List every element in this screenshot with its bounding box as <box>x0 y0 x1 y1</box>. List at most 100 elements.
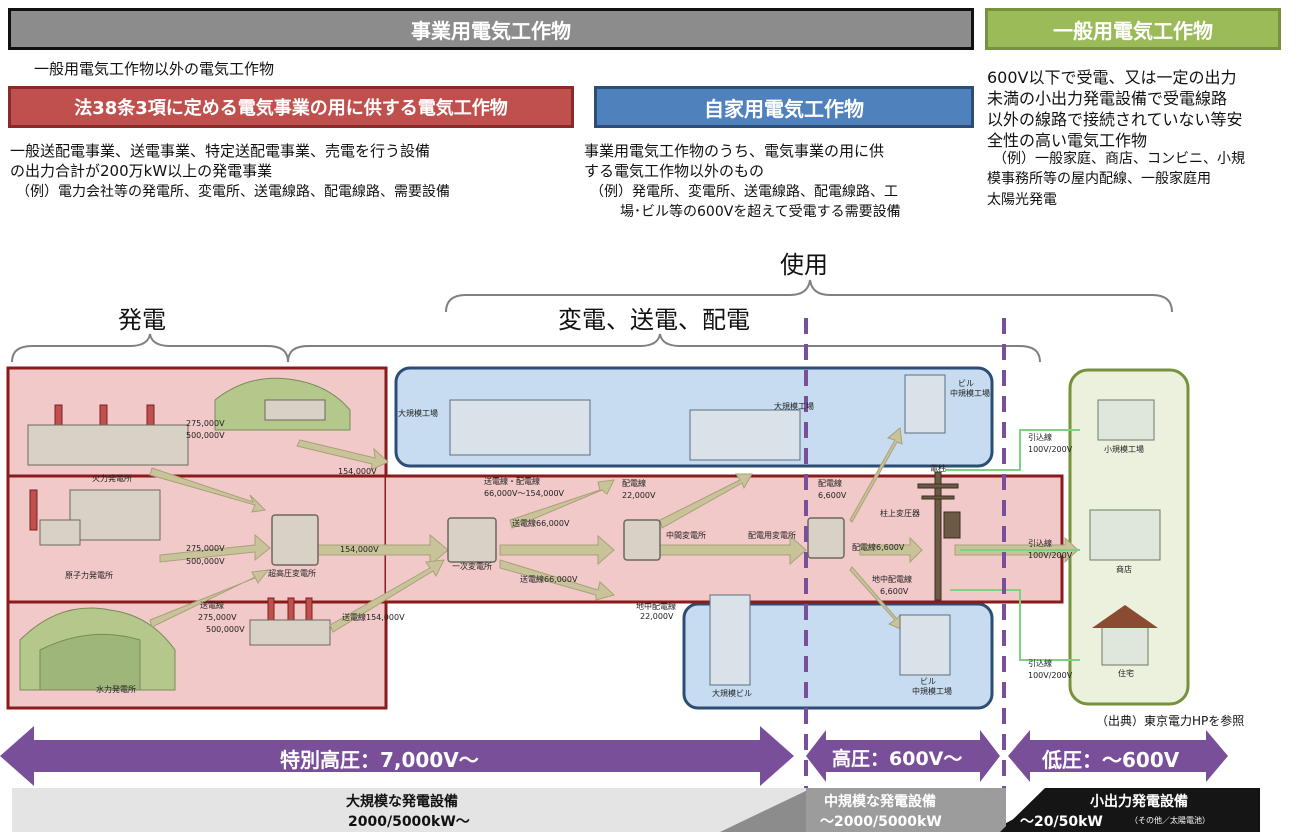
v-soden66b: 送電線66,000V <box>520 575 578 584</box>
transformers <box>271 514 845 566</box>
ippan-desc-7: 太陽光発電 <box>987 192 1057 208</box>
v-hikikomi1: 引込線 <box>1028 433 1052 442</box>
jika-buildings <box>449 374 951 686</box>
ippan-desc-2: 未満の小出力発電設備で受電線路 <box>987 89 1228 108</box>
v-154b: 154,000V <box>340 545 379 554</box>
v-sohaiden: 送電線・配電線 <box>484 477 540 486</box>
ippan-desc-1: 600V以下で受電、又は一定の出力 <box>987 68 1237 87</box>
voltage-separators <box>804 318 1006 832</box>
label-chukan-hensho: 中間変電所 <box>666 531 706 540</box>
ippan-desc-5: （例）一般家庭、商店、コンビニ、小規 <box>993 151 1245 167</box>
utility-pole <box>917 471 961 601</box>
v-sohaiden-v: 66,000V～154,000V <box>484 489 565 498</box>
ippan-banner: 一般用電気工作物 <box>985 8 1281 50</box>
v-275-3: 275,000V <box>198 613 237 622</box>
label-building-top: ビル <box>958 379 974 388</box>
v-hikikomi3: 引込線 <box>1028 659 1052 668</box>
shiyo-brace <box>445 279 1173 313</box>
mid-output-value: ～2000/5000kW <box>820 814 942 830</box>
v-sodensen: 送電線 <box>200 601 224 610</box>
large-output-title: 大規模な発電設備 <box>346 794 458 810</box>
jika-desc-1: 事業用電気工作物のうち、電気事業の用に供 <box>584 142 885 160</box>
label-denchu: 電柱 <box>930 464 946 473</box>
jika-desc-2: する電気工作物以外のもの <box>584 162 765 180</box>
band-teiatsu: 低圧：～600V <box>1042 748 1180 772</box>
koatsu-arrow <box>806 730 1000 782</box>
service-lines <box>945 429 1080 661</box>
v-154: 154,000V <box>338 467 377 476</box>
label-suiryoku: 水力発電所 <box>96 685 136 694</box>
large-output-band <box>12 788 806 832</box>
small-output-value: ～20/50kW <box>1020 814 1103 830</box>
v-chichu-v: 6,600V <box>880 587 909 596</box>
label-chukibo-kojo-bot: 中規模工場 <box>912 687 952 696</box>
small-output-band-main <box>1000 788 1258 832</box>
hou38-desc-3: （例）電力会社等の発電所、変電所、送電線路、配電線路、需要設備 <box>16 184 450 200</box>
stage-hatsuden: 発電 <box>118 306 166 334</box>
transmission-outline <box>6 474 1064 604</box>
v-hikikomi2: 引込線 <box>1028 539 1052 548</box>
v-haidensen2: 配電線 <box>818 479 842 488</box>
v-500-2: 500,000V <box>186 557 225 566</box>
mid-output-band-ext <box>806 788 1006 832</box>
label-shokibo-kojo: 小規模工場 <box>1104 445 1144 454</box>
voltage-band-arrows <box>0 726 1228 786</box>
v-275-2: 275,000V <box>186 544 225 553</box>
label-shoten: 商店 <box>1116 565 1132 574</box>
label-daikibo-kojo: 大規模工場 <box>398 409 438 418</box>
v-500-3: 500,000V <box>206 625 245 634</box>
v-haidensen3: 配電線6,600V <box>852 543 905 552</box>
band-koatsu: 高圧：600V～ <box>832 748 963 770</box>
jika-desc-4: 場･ビル等の600Vを超えて受電する需要設備 <box>620 204 901 220</box>
v-haidensen1: 配電線 <box>622 479 646 488</box>
label-haiden-hensho: 配電用変電所 <box>748 531 796 540</box>
label-chujo-henatsuki: 柱上変圧器 <box>880 509 920 518</box>
hou38-desc-2: の出力合計が200万kW以上の発電事業 <box>10 162 273 180</box>
hatsuden-brace <box>11 333 289 363</box>
house-roof <box>1092 605 1158 628</box>
jika-desc-3: （例）発電所、変電所、送電線路、配電線路、工 <box>590 184 898 200</box>
label-chukibo-kojo-top: 中規模工場 <box>950 389 990 398</box>
teiatsu-arrow <box>1008 730 1228 782</box>
v-hikikomi3-v: 100V/200V <box>1028 671 1073 680</box>
label-karyoku: 火力発電所 <box>92 474 132 483</box>
hou38-desc-1: 一般送配電事業、送電事業、特定送配電事業、売電を行う設備 <box>10 142 431 160</box>
v-haidensen2-v: 6,600V <box>818 491 847 500</box>
stage-henden: 変電、送電、配電 <box>558 306 750 334</box>
jigyo-subtitle: 一般用電気工作物以外の電気工作物 <box>34 60 275 78</box>
stage-shiyo: 使用 <box>780 251 828 279</box>
label-building-bot: ビル <box>920 677 936 686</box>
v-chichu2: 地中配電線 <box>636 602 676 611</box>
flow-arrows <box>149 427 1079 633</box>
ippan-desc-3: 以外の線路で接続されていない等安 <box>987 110 1243 129</box>
v-chichu: 地中配電線 <box>872 575 912 584</box>
plant-buildings <box>27 399 331 646</box>
mid-output-title: 中規模な発電設備 <box>824 794 936 810</box>
small-output-title: 小出力発電設備 <box>1090 794 1188 810</box>
hou38-banner: 法38条3項に定める電気事業の用に供する電気工作物 <box>8 86 574 128</box>
v-hikikomi2-v: 100V/200V <box>1028 551 1073 560</box>
v-soden66: 送電線66,000V <box>512 519 570 528</box>
small-output-note: （その他／太陽電池） <box>1130 816 1210 825</box>
jigyo-banner: 事業用電気工作物 <box>8 8 974 50</box>
stage-braces <box>11 279 1173 363</box>
jika-banner: 自家用電気工作物 <box>594 86 974 128</box>
henden-brace <box>287 333 1041 363</box>
band-tokubetsu: 特別高圧：7,000V～ <box>280 748 479 772</box>
v-chichu2-v: 22,000V <box>640 612 674 621</box>
label-daikibo-kojo-2: 大規模工場 <box>774 402 814 411</box>
tokubetsu-arrow <box>0 726 794 786</box>
v-haidensen1-v: 22,000V <box>622 491 656 500</box>
v-500-1: 500,000V <box>186 431 225 440</box>
ippan-buildings <box>1089 399 1161 666</box>
label-ichiji-hensho: 一次変電所 <box>452 562 492 571</box>
label-daikibo-biru: 大規模ビル <box>712 689 752 698</box>
ippan-desc-6: 模事務所等の屋内配線、一般家庭用 <box>987 171 1211 187</box>
label-genshiryoku: 原子力発電所 <box>65 571 113 580</box>
source-note: （出典）東京電力HPを参照 <box>1096 714 1245 728</box>
v-154c: 送電線154,000V <box>342 613 405 622</box>
v-hikikomi1-v: 100V/200V <box>1028 445 1073 454</box>
large-output-value: 2000/5000kW～ <box>348 814 470 830</box>
label-chojo-hensho: 超高圧変電所 <box>268 569 316 578</box>
